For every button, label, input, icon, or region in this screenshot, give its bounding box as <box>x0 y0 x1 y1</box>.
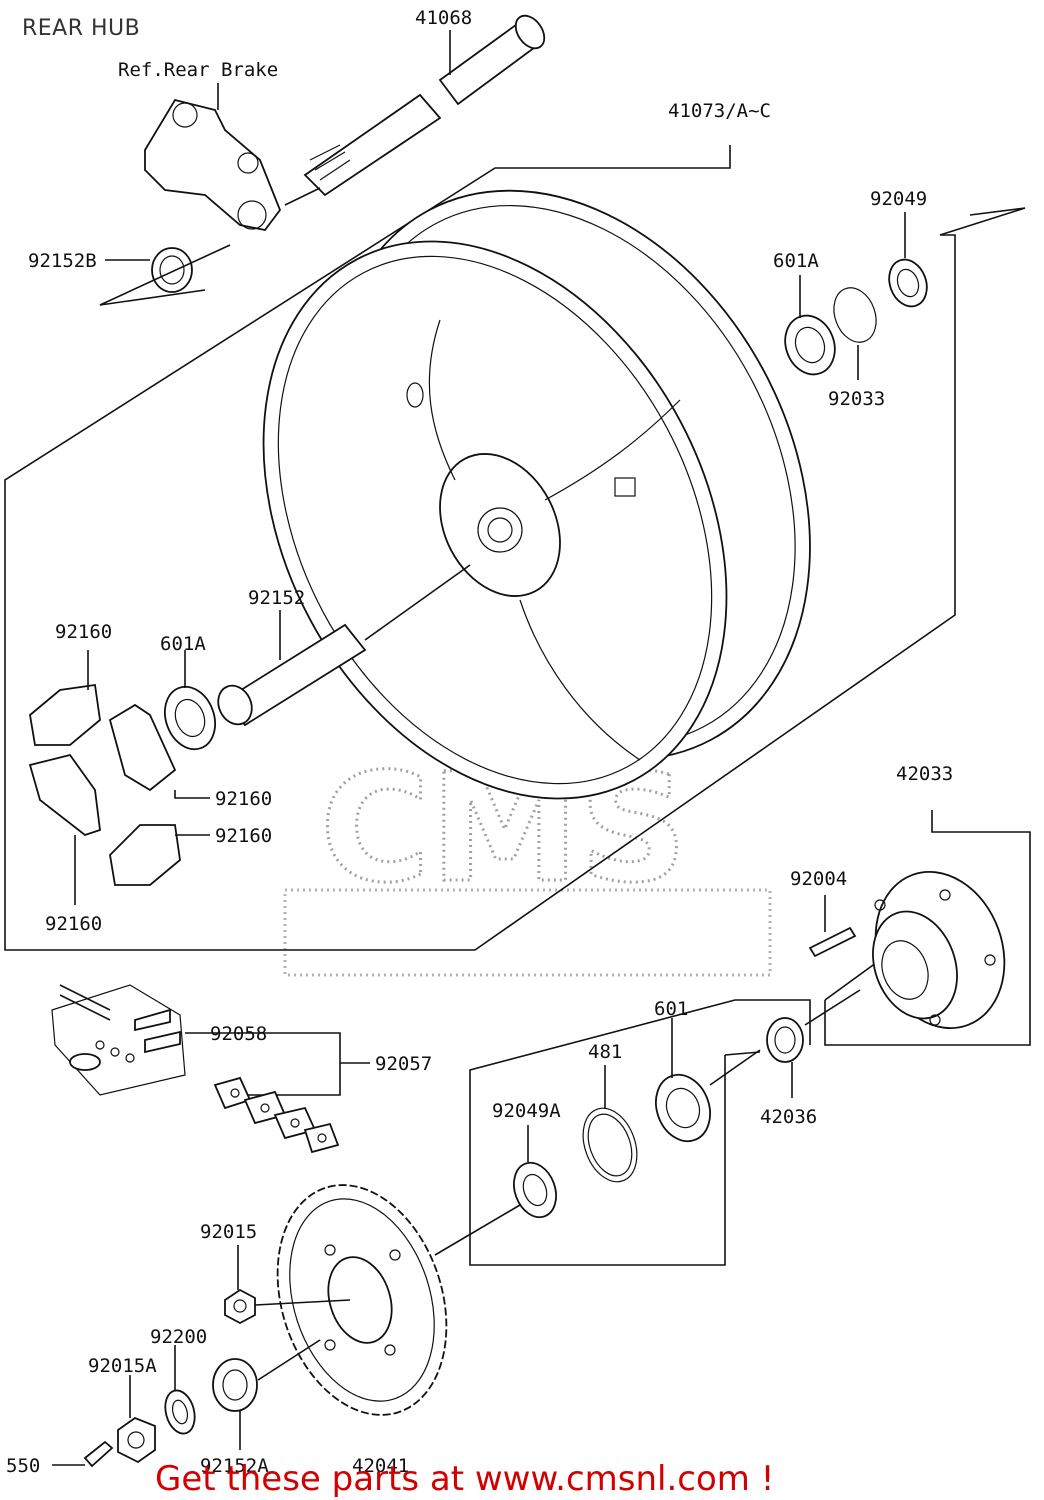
label-601[interactable]: 601 <box>654 998 688 1020</box>
promo-link[interactable]: Get these parts at www.cmsnl.com ! <box>155 1459 774 1499</box>
cotter-pin-550 <box>52 1440 114 1468</box>
label-92015[interactable]: 92015 <box>200 1221 257 1243</box>
axle-41068 <box>303 14 546 197</box>
label-92160-c[interactable]: 92160 <box>215 825 272 847</box>
label-92200[interactable]: 92200 <box>150 1326 207 1348</box>
ref-rear-brake-label: Ref.Rear Brake <box>118 59 278 81</box>
label-601A-top[interactable]: 601A <box>773 250 819 272</box>
label-92160-d[interactable]: 92160 <box>45 913 102 935</box>
label-92160-a[interactable]: 92160 <box>55 621 112 643</box>
bearing-601A-mid <box>164 650 216 751</box>
hub-frame-lines <box>469 999 811 1266</box>
circlip-481 <box>582 1065 638 1183</box>
label-41068[interactable]: 41068 <box>415 7 472 29</box>
label-41073[interactable]: 41073/A~C <box>668 100 771 122</box>
collar-42036 <box>766 989 861 1098</box>
sprocket-42041 <box>276 1184 448 1416</box>
label-550[interactable]: 550 <box>6 1455 40 1477</box>
label-92152[interactable]: 92152 <box>248 587 305 609</box>
label-92049A[interactable]: 92049A <box>492 1100 561 1122</box>
label-92004[interactable]: 92004 <box>790 868 847 890</box>
brake-caliper-bracket <box>144 83 321 231</box>
bearing-601A-top <box>784 275 836 376</box>
collar-92152B <box>99 244 231 306</box>
label-92033[interactable]: 92033 <box>828 388 885 410</box>
diagram-title: REAR HUB <box>22 16 141 41</box>
oil-seal-92049 <box>888 212 928 308</box>
label-481[interactable]: 481 <box>588 1041 622 1063</box>
label-92057[interactable]: 92057 <box>375 1053 432 1075</box>
label-42036[interactable]: 42036 <box>760 1106 817 1128</box>
stud-92004 <box>808 895 857 958</box>
label-92058[interactable]: 92058 <box>210 1023 267 1045</box>
label-92160-b[interactable]: 92160 <box>215 788 272 810</box>
label-92152B[interactable]: 92152B <box>28 250 97 272</box>
spacer-92152 <box>217 564 471 727</box>
label-601A-mid[interactable]: 601A <box>160 633 206 655</box>
label-92152A[interactable]: 92152A <box>200 1455 269 1477</box>
label-42041[interactable]: 42041 <box>352 1455 409 1477</box>
collar-92152A <box>212 1339 321 1450</box>
washer-92200 <box>164 1345 196 1435</box>
sprocket-hub-42033 <box>824 810 1031 1046</box>
wheel-frame-lines <box>4 145 1026 951</box>
castle-nut-92015A <box>117 1375 156 1464</box>
dampers-92160 <box>28 650 210 905</box>
bearing-601 <box>655 1018 761 1143</box>
part-labels: Ref.Rear Brake 41068 41073/A~C 92049 601… <box>6 7 953 1477</box>
chain-92057 <box>213 1076 340 1154</box>
label-92049[interactable]: 92049 <box>870 188 927 210</box>
rear-wheel <box>262 189 811 800</box>
chain-joint-92058 <box>51 984 370 1096</box>
nut-92015 <box>224 1245 351 1325</box>
oil-seal-92049A <box>434 1125 557 1256</box>
label-42033[interactable]: 42033 <box>896 763 953 785</box>
label-92015A[interactable]: 92015A <box>88 1355 157 1377</box>
circlip-92033 <box>833 287 877 380</box>
